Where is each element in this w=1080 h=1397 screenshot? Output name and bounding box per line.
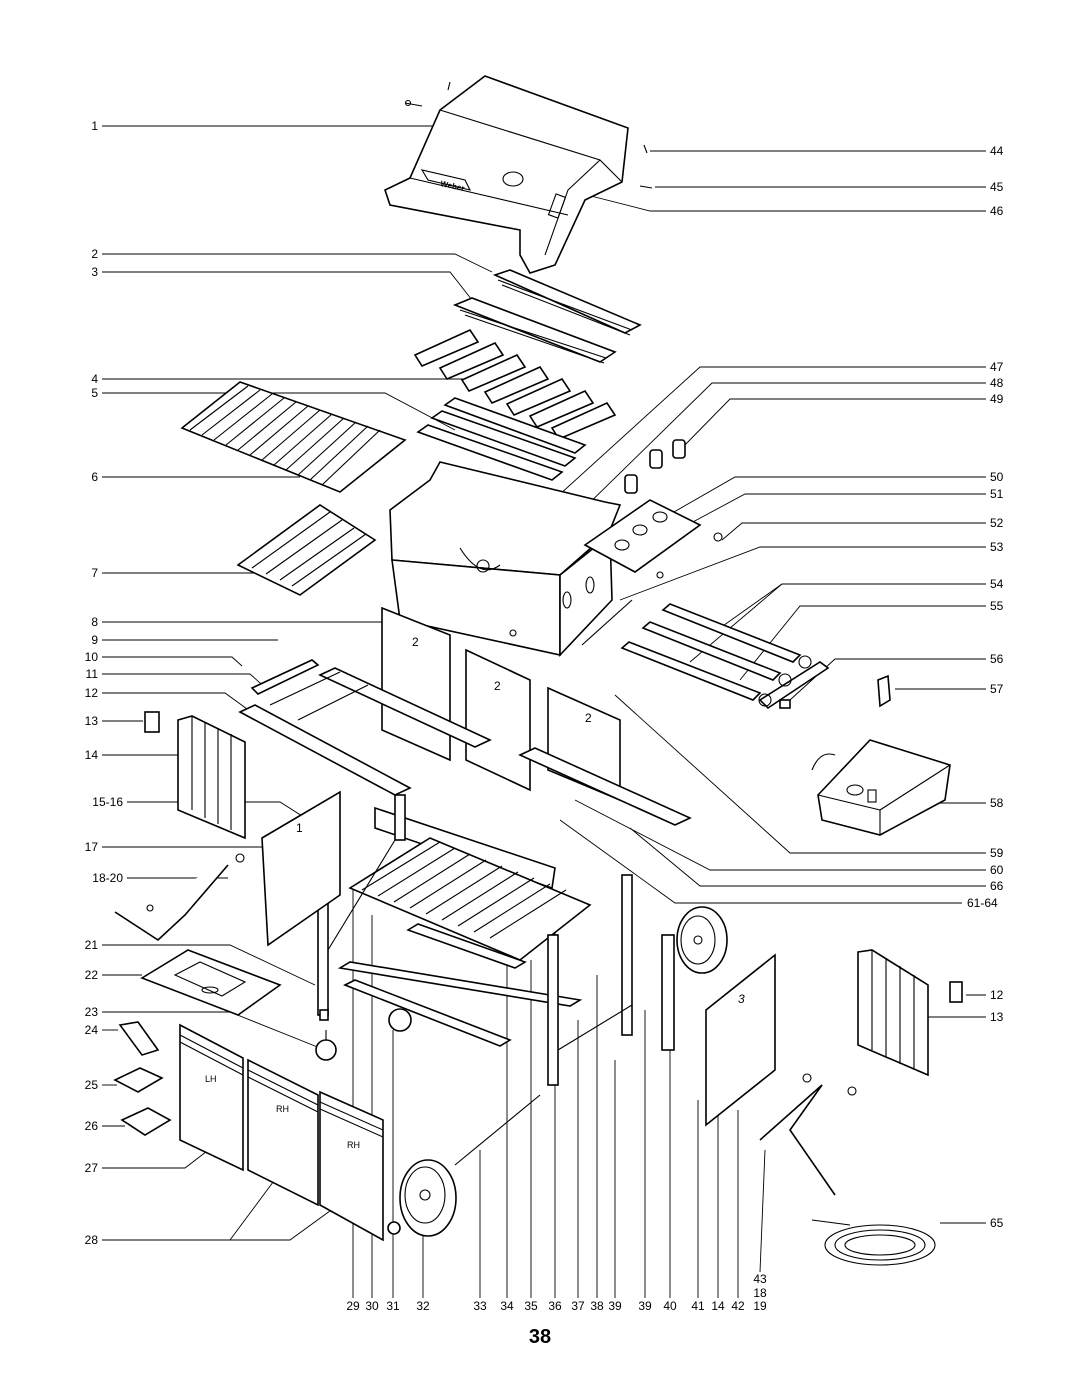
callout-13-right: 13 bbox=[990, 1010, 1004, 1024]
callout-1: 1 bbox=[91, 119, 98, 133]
gas-hose bbox=[811, 1219, 936, 1266]
callout-19: 19 bbox=[753, 1299, 767, 1313]
callout-26: 26 bbox=[85, 1119, 99, 1133]
callout-21: 21 bbox=[85, 938, 99, 952]
callout-22: 22 bbox=[85, 968, 99, 982]
callout-11: 11 bbox=[86, 667, 99, 681]
cooking-grates bbox=[452, 269, 642, 364]
callout-66: 66 bbox=[990, 879, 1004, 893]
callout-48: 48 bbox=[990, 376, 1004, 390]
callout-53: 53 bbox=[990, 540, 1004, 554]
hanger-bracket bbox=[877, 674, 891, 708]
wheels bbox=[399, 906, 728, 1237]
callout-47: 47 bbox=[990, 360, 1004, 374]
callout-9: 9 bbox=[91, 633, 98, 647]
left-side-panel: 1 bbox=[114, 711, 341, 947]
shelf-mark-a: 2 bbox=[412, 635, 419, 649]
callout-43: 43 bbox=[753, 1272, 767, 1286]
callout-44: 44 bbox=[990, 144, 1004, 158]
casters bbox=[315, 1008, 412, 1235]
heat-deflectors bbox=[416, 397, 587, 481]
callout-28: 28 bbox=[85, 1233, 99, 1247]
cookbox bbox=[389, 461, 622, 658]
callout-25: 25 bbox=[85, 1078, 99, 1092]
callout-3: 3 bbox=[91, 265, 98, 279]
callout-55: 55 bbox=[990, 599, 1004, 613]
callout-5: 5 bbox=[91, 386, 98, 400]
flavorizer-bars bbox=[413, 328, 617, 441]
callout-49: 49 bbox=[990, 392, 1004, 406]
callout-52: 52 bbox=[990, 516, 1004, 530]
callout-29: 29 bbox=[346, 1299, 360, 1313]
callout-17: 17 bbox=[85, 840, 99, 854]
cabinet-doors: LH RH RH bbox=[179, 1023, 384, 1242]
callout-7: 7 bbox=[91, 566, 98, 580]
shelf-mark-c: 2 bbox=[585, 711, 592, 725]
callout-46: 46 bbox=[990, 204, 1004, 218]
callout-34: 34 bbox=[500, 1299, 514, 1313]
callout-12: 12 bbox=[85, 686, 99, 700]
cart-frame: 2 2 2 bbox=[238, 606, 692, 1166]
callout-56: 56 bbox=[990, 652, 1004, 666]
left-panel-mark: 1 bbox=[296, 821, 303, 835]
burner-tubes bbox=[581, 599, 830, 710]
right-side-panel: 3 bbox=[661, 934, 963, 1196]
callout-39a: 39 bbox=[608, 1299, 622, 1313]
callout-57: 57 bbox=[990, 682, 1004, 696]
door-left-mark: LH bbox=[205, 1074, 217, 1084]
callout-38: 38 bbox=[590, 1299, 604, 1313]
warming-rack bbox=[180, 381, 407, 493]
callout-15-16: 15-16 bbox=[92, 795, 123, 809]
callout-33: 33 bbox=[473, 1299, 487, 1313]
grill-lid: Weber bbox=[384, 75, 653, 274]
callout-31: 31 bbox=[386, 1299, 400, 1313]
callout-39b: 39 bbox=[638, 1299, 652, 1313]
callout-65: 65 bbox=[990, 1216, 1004, 1230]
drip-pans bbox=[113, 1021, 172, 1136]
control-panel bbox=[583, 439, 723, 579]
catch-pan-tray bbox=[236, 504, 377, 596]
callout-51: 51 bbox=[990, 487, 1004, 501]
right-callouts: 44 45 46 47 48 49 50 51 52 53 54 55 56 5… bbox=[481, 144, 1004, 1230]
grease-tray bbox=[140, 949, 282, 1016]
callout-45: 45 bbox=[990, 180, 1004, 194]
callout-58: 58 bbox=[990, 796, 1004, 810]
callout-40: 40 bbox=[663, 1299, 677, 1313]
callout-37: 37 bbox=[571, 1299, 585, 1313]
shelf-mark-b: 2 bbox=[494, 679, 501, 693]
right-panel-mark: 3 bbox=[738, 992, 745, 1006]
callout-42: 42 bbox=[731, 1299, 745, 1313]
callout-54: 54 bbox=[990, 577, 1004, 591]
callout-18-20: 18-20 bbox=[92, 871, 123, 885]
callout-2: 2 bbox=[91, 247, 98, 261]
page-number: 38 bbox=[528, 1326, 552, 1348]
side-burner-tank bbox=[811, 739, 951, 836]
callout-10: 10 bbox=[85, 650, 99, 664]
callout-27: 27 bbox=[85, 1161, 99, 1175]
callout-35: 35 bbox=[524, 1299, 538, 1313]
callout-23: 23 bbox=[85, 1005, 99, 1019]
callout-12-right: 12 bbox=[990, 988, 1004, 1002]
callout-24: 24 bbox=[85, 1023, 99, 1037]
door-right-mark: RH bbox=[347, 1140, 360, 1150]
callout-30: 30 bbox=[365, 1299, 379, 1313]
callout-50: 50 bbox=[990, 470, 1004, 484]
callout-14: 14 bbox=[85, 748, 99, 762]
callout-60: 60 bbox=[990, 863, 1004, 877]
callout-61-64: 61-64 bbox=[967, 896, 998, 910]
callout-36: 36 bbox=[548, 1299, 562, 1313]
callout-6: 6 bbox=[91, 470, 98, 484]
callout-18: 18 bbox=[753, 1286, 767, 1300]
callout-4: 4 bbox=[91, 372, 98, 386]
callout-8: 8 bbox=[91, 615, 98, 629]
door-mid-mark: RH bbox=[276, 1104, 289, 1114]
callout-41: 41 bbox=[691, 1299, 705, 1313]
callout-14-bottom: 14 bbox=[711, 1299, 725, 1313]
callout-13: 13 bbox=[85, 714, 99, 728]
callout-59: 59 bbox=[990, 846, 1004, 860]
bottom-callouts: 29 30 31 32 33 34 35 36 37 38 39 39 40 4… bbox=[346, 890, 767, 1313]
callout-32: 32 bbox=[416, 1299, 430, 1313]
